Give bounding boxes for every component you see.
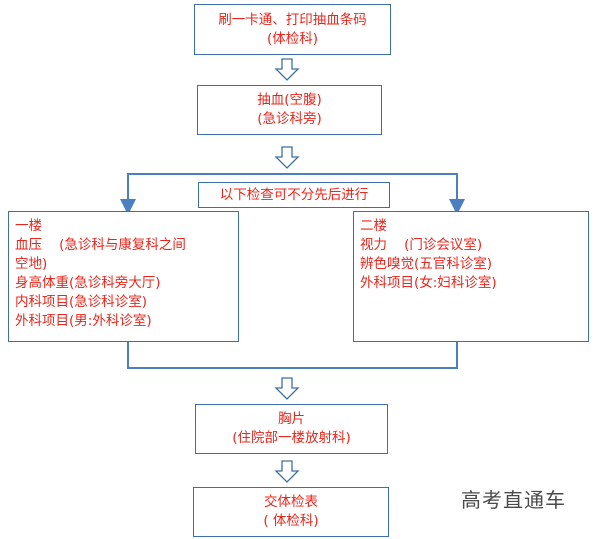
- step-print-barcode: 刷一卡通、打印抽血条码 (体检科): [194, 4, 391, 55]
- step5-line1: 交体检表: [264, 494, 318, 510]
- down-arrow-1: [274, 58, 300, 81]
- floor2-item: 视力 (门诊会议室): [360, 237, 483, 253]
- step2-line1: 抽血(空腹): [257, 92, 322, 108]
- step5-line2: ( 体检科): [263, 513, 319, 529]
- floor2-item: 辨色嗅觉(五官科诊室): [360, 256, 493, 272]
- floor1-box: 一楼 血压 (急诊科与康复科之间 空地) 身高体重(急诊科旁大厅) 内科项目(急…: [8, 211, 239, 342]
- merge-line-left: [127, 342, 129, 369]
- step-blood-draw: 抽血(空腹) (急诊科旁): [197, 85, 382, 135]
- down-arrow-3: [274, 377, 300, 400]
- step4-line2: (住院部一楼放射科): [232, 430, 351, 446]
- floor1-item: 血压 (急诊科与康复科之间: [15, 237, 186, 253]
- floor1-item: 身高体重(急诊科旁大厅): [15, 275, 161, 291]
- floor1-title: 一楼: [15, 218, 42, 234]
- branch-line-top: [127, 173, 458, 175]
- note-text: 以下检查可不分先后进行: [219, 186, 369, 203]
- merge-line-bottom: [127, 367, 458, 369]
- step-chest-xray: 胸片 (住院部一楼放射科): [195, 404, 388, 454]
- step2-line2: (急诊科旁): [257, 111, 322, 127]
- down-arrow-4: [274, 460, 300, 483]
- floor2-item: 外科项目(女:妇科诊室): [360, 275, 497, 291]
- merge-line-right: [456, 342, 458, 369]
- down-arrow-2: [274, 146, 300, 169]
- note-any-order: 以下检查可不分先后进行: [198, 182, 390, 208]
- step-submit-form: 交体检表 ( 体检科): [193, 487, 389, 537]
- step1-line2: (体检科): [266, 30, 319, 47]
- watermark-text: 高考直通车: [461, 488, 566, 512]
- step1-line1: 刷一卡通、打印抽血条码: [218, 11, 367, 28]
- step4-line1: 胸片: [278, 411, 305, 427]
- floor2-title: 二楼: [360, 218, 387, 234]
- floor1-item: 外科项目(男:外科诊室): [15, 313, 152, 329]
- branch-line-left-drop: [127, 173, 129, 209]
- branch-line-right-drop: [456, 173, 458, 209]
- floor1-item: 内科项目(急诊科诊室): [15, 294, 148, 310]
- floor2-box: 二楼 视力 (门诊会议室) 辨色嗅觉(五官科诊室) 外科项目(女:妇科诊室): [353, 211, 589, 342]
- floor1-item: 空地): [15, 256, 48, 272]
